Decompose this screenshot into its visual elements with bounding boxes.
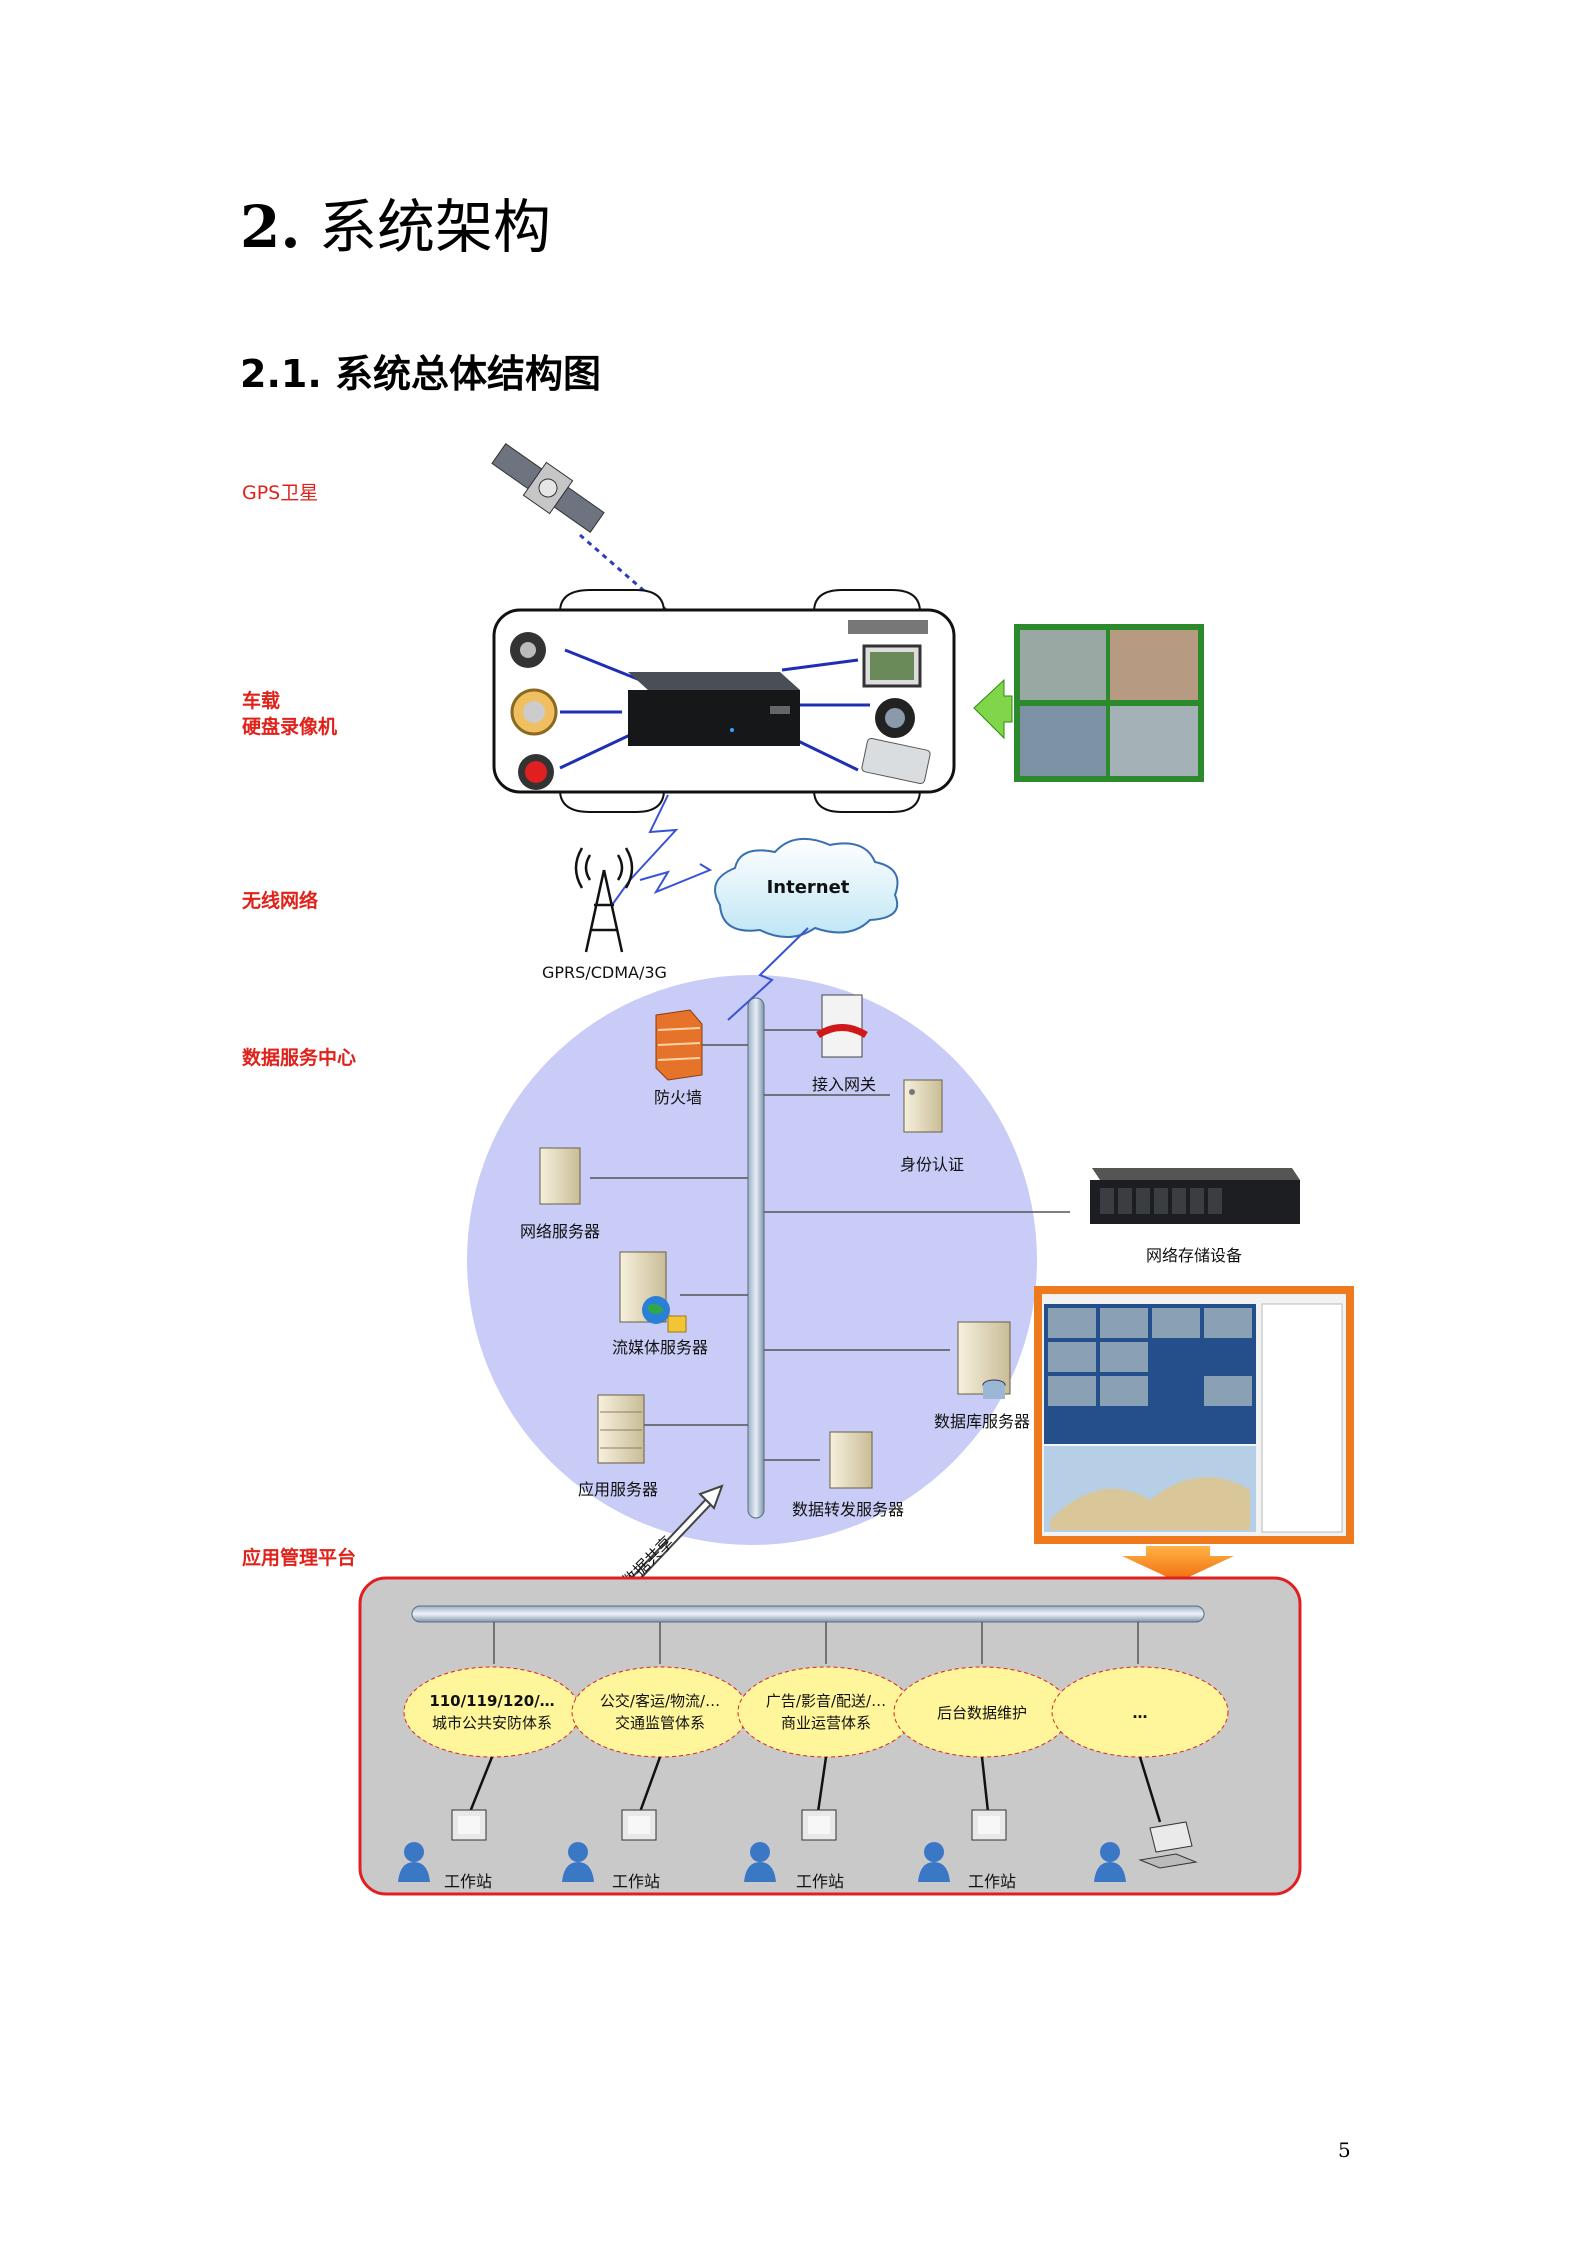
dvr-device-icon <box>628 672 800 746</box>
dome-camera-icon <box>510 632 546 668</box>
workstation-label: 工作站 <box>968 1872 1017 1891</box>
label-gps: GPS卫星 <box>242 482 319 504</box>
system-1-line1: 110/119/120/… <box>429 1692 554 1710</box>
system-1-line2: 城市公共安防体系 <box>432 1714 552 1732</box>
firewall-icon <box>655 1009 703 1081</box>
systems-row <box>403 1666 1229 1758</box>
storage-label: 网络存储设备 <box>1146 1246 1243 1265</box>
orange-arrow-icon <box>1122 1546 1234 1582</box>
backbone-branches <box>590 1029 1070 1461</box>
ptz-camera-icon <box>875 698 915 738</box>
wireless-link <box>611 794 679 906</box>
system-3-line2: 商业运营体系 <box>781 1714 871 1732</box>
system-5-line1: … <box>1133 1704 1148 1722</box>
label-vehicle-1: 车载 <box>242 690 281 712</box>
platform-bus <box>411 1605 1205 1623</box>
system-ellipse-1 <box>403 1666 581 1758</box>
stream-server-icon <box>619 1251 687 1333</box>
storage-module-icon <box>861 737 931 785</box>
workstation-label: 工作站 <box>444 1872 493 1891</box>
database-server-label: 数据库服务器 <box>934 1412 1031 1431</box>
workstation-label: 工作站 <box>796 1872 845 1891</box>
system-2-line2: 交通监管体系 <box>615 1714 705 1732</box>
label-datacenter: 数据服务中心 <box>242 1047 357 1069</box>
cell-tower-icon <box>574 847 634 953</box>
subsection-title: 2.1. 系统总体结构图 <box>240 352 601 396</box>
cloud-label: Internet <box>767 877 850 898</box>
label-vehicle-2: 硬盘录像机 <box>242 716 338 738</box>
monitoring-software-image <box>1034 1286 1354 1544</box>
workstation-3-icon <box>744 1809 837 1882</box>
video-wall-image <box>1014 624 1204 782</box>
system-4-line1: 后台数据维护 <box>937 1704 1027 1722</box>
forward-server-icon <box>829 1431 873 1489</box>
tower-label: GPRS/CDMA/3G <box>542 963 667 982</box>
auth-server-icon <box>903 1079 943 1133</box>
laptop-icon <box>1094 1821 1198 1882</box>
panic-button-icon <box>518 754 554 790</box>
workstation-1-icon <box>398 1809 487 1882</box>
gateway-label: 接入网关 <box>812 1075 877 1094</box>
section-title: 2. 系统架构 <box>240 193 552 261</box>
internet-cloud-icon <box>714 837 899 938</box>
satellite-icon <box>491 443 605 533</box>
nas-device-icon <box>1090 1168 1300 1224</box>
system-2-line1: 公交/客运/物流/… <box>600 1692 720 1710</box>
auth-label: 身份认证 <box>900 1155 965 1174</box>
workstation-2-icon <box>562 1809 657 1882</box>
system-ellipse-3 <box>737 1666 915 1758</box>
label-platform: 应用管理平台 <box>242 1547 357 1569</box>
web-server-label: 网络服务器 <box>520 1222 601 1241</box>
app-server-label: 应用服务器 <box>578 1480 659 1499</box>
label-wireless: 无线网络 <box>242 890 319 912</box>
forward-server-label: 数据转发服务器 <box>792 1500 905 1519</box>
vehicle-monitor-icon <box>848 620 928 688</box>
gateway-icon <box>816 994 868 1058</box>
system-3-line1: 广告/影音/配送/… <box>766 1692 886 1710</box>
workstation-icons <box>398 1809 1198 1882</box>
firewall-label: 防火墙 <box>654 1088 703 1107</box>
stream-server-label: 流媒体服务器 <box>612 1338 709 1357</box>
web-server-icon <box>539 1147 581 1205</box>
speaker-camera-icon <box>510 688 558 736</box>
page-number: 5 <box>1338 2138 1351 2162</box>
workstation-4-icon <box>918 1809 1007 1882</box>
backbone-vertical <box>747 997 765 1519</box>
app-server-icon <box>597 1394 645 1464</box>
vehicle-links <box>559 648 870 772</box>
green-arrow-icon <box>973 678 1013 740</box>
database-server-icon <box>957 1321 1011 1399</box>
system-ellipse-2 <box>571 1666 749 1758</box>
workstation-label: 工作站 <box>612 1872 661 1891</box>
